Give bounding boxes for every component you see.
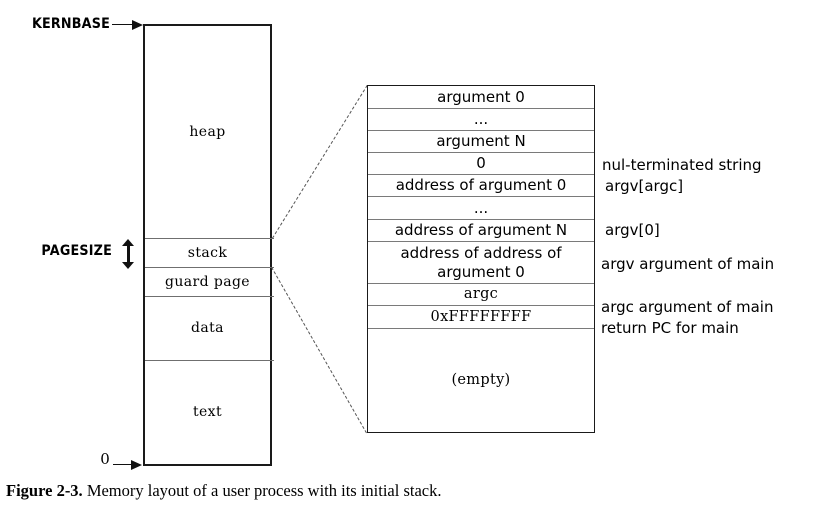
memory-segment-label: data [191,320,224,336]
stack-row: ... [368,197,594,220]
figure-caption-text: Memory layout of a user process with its… [86,481,442,500]
divider-heap-stack [145,238,274,239]
pagesize-double-arrow [122,239,134,269]
annotation-argc-argument-of-main: argc argument of main [601,298,774,316]
stack-row: argument N [368,131,594,153]
memory-segment-text: text [145,360,270,464]
connector-bottom-dashed-line [271,267,367,434]
annotation-argv-argc: argv[argc] [605,177,684,195]
zero-address-label: 0 [100,450,110,468]
stack-row: 0 [368,153,594,175]
divider-data-text [145,360,274,361]
memory-segment-guard-page: guard page [145,267,270,296]
pagesize-label: PAGESIZE [41,243,112,259]
annotation-nul-terminated-string: nul-terminated string [602,156,762,174]
memory-segment-label: guard page [165,273,250,290]
stack-row: ... [368,109,594,131]
stack-row: argc [368,284,594,306]
memory-segment-stack: stack [145,238,270,267]
stack-row-text: argument N [436,132,526,150]
stack-row-text: argument 0 [437,87,525,106]
stack-row-text: 0 [476,154,486,172]
stack-row-text: address of address of argument 0 [400,243,562,281]
figure-caption: Figure 2-3. Memory layout of a user proc… [6,481,826,501]
stack-row: argument 0 [368,86,594,109]
annotation-return-pc-for-main: return PC for main [601,319,739,337]
stack-row: address of argument N [368,220,594,242]
annotation-argv-0: argv[0] [605,221,660,239]
stack-row: address of argument 0 [368,175,594,197]
memory-segment-data: data [145,296,270,360]
stack-row: 0xFFFFFFFF [368,306,594,329]
kernbase-arrow-head [132,19,143,30]
connector-top-dashed-line [272,85,368,239]
figure-caption-label: Figure 2-3. [6,481,83,500]
kernbase-label: KERNBASE [31,16,110,32]
memory-segment-label: heap [189,124,226,140]
annotation-argv-argument-of-main: argv argument of main [601,255,775,273]
divider-guard-data [145,296,274,297]
stack-row-text: address of argument 0 [395,176,567,194]
memory-segment-label: text [192,404,223,420]
stack-row-text: 0xFFFFFFFF [430,308,532,325]
divider-stack-guard [145,267,274,268]
zero-arrow-head [131,459,142,470]
zero-arrow-shaft [113,464,134,465]
initial-stack-table: argument 0 ... argument N 0 address of a… [367,85,595,433]
stack-row-text: (empty) [451,371,511,388]
memory-segment-heap: heap [145,26,270,238]
memory-layout-box: heap stack guard page data text [143,24,274,466]
stack-row: address of address of argument 0 [368,242,594,284]
stack-row-text: ... [473,198,489,217]
stack-row-text: ... [473,110,489,128]
memory-segment-label: stack [187,244,228,261]
stack-row-text: argc [463,286,499,302]
stack-row-text: address of argument N [394,221,568,239]
stack-row-empty: (empty) [368,329,594,431]
kernbase-arrow-shaft [112,24,134,25]
